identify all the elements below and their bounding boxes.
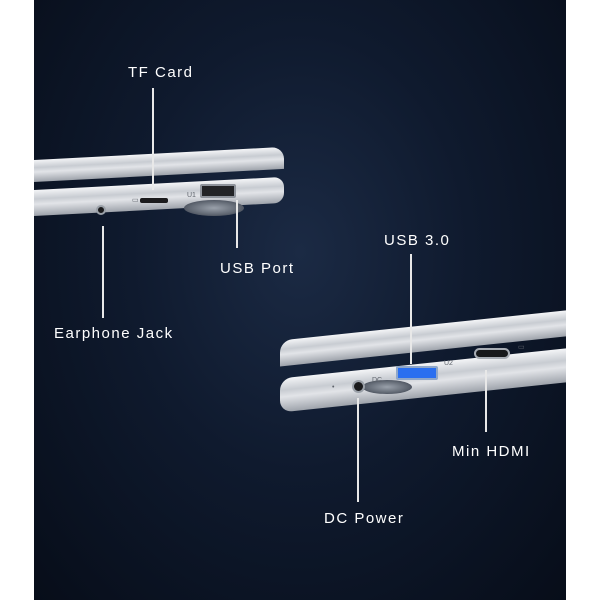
dc-mark: DC — [372, 377, 383, 384]
u1-mark: U1 — [187, 192, 196, 199]
tf-card-callout-line — [152, 88, 154, 190]
usb3-callout-line — [410, 254, 412, 364]
mini-hdmi-port — [474, 348, 510, 359]
earphone-jack-label: Earphone Jack — [54, 325, 174, 342]
usb-port-callout-line — [236, 200, 238, 248]
u2-mark: U2 — [444, 360, 453, 367]
dc-power-label: DC Power — [324, 510, 405, 527]
min-hdmi-label: Min HDMI — [452, 443, 531, 460]
laptop-side-view-top: ▭ U1 — [34, 146, 294, 230]
tf-card-icon: ▭ — [132, 197, 139, 204]
laptop-lid-top — [34, 146, 284, 182]
earphone-jack-callout-line — [102, 226, 104, 318]
laptop-base-top — [34, 176, 284, 216]
dc-indicator-dot: • — [332, 384, 335, 391]
laptop-side-view-bottom: • DC U2 ▭ — [280, 310, 566, 420]
min-hdmi-callout-line — [485, 370, 487, 432]
product-photo: ▭ U1 • DC U2 ▭ TF Card USB Port Earphone… — [34, 0, 566, 600]
usb-port — [200, 184, 236, 198]
hdmi-icon: ▭ — [518, 344, 525, 351]
laptop-foot-top — [184, 200, 244, 216]
earphone-jack-port — [96, 205, 106, 215]
laptop-foot-bottom — [362, 380, 412, 394]
usb3-port — [396, 366, 438, 380]
dc-power-callout-line — [357, 398, 359, 502]
usb-port-label: USB Port — [220, 260, 295, 277]
usb3-label: USB 3.0 — [384, 232, 451, 249]
tf-card-label: TF Card — [128, 64, 194, 81]
dc-power-port — [352, 380, 365, 393]
tf-card-slot — [140, 198, 168, 203]
